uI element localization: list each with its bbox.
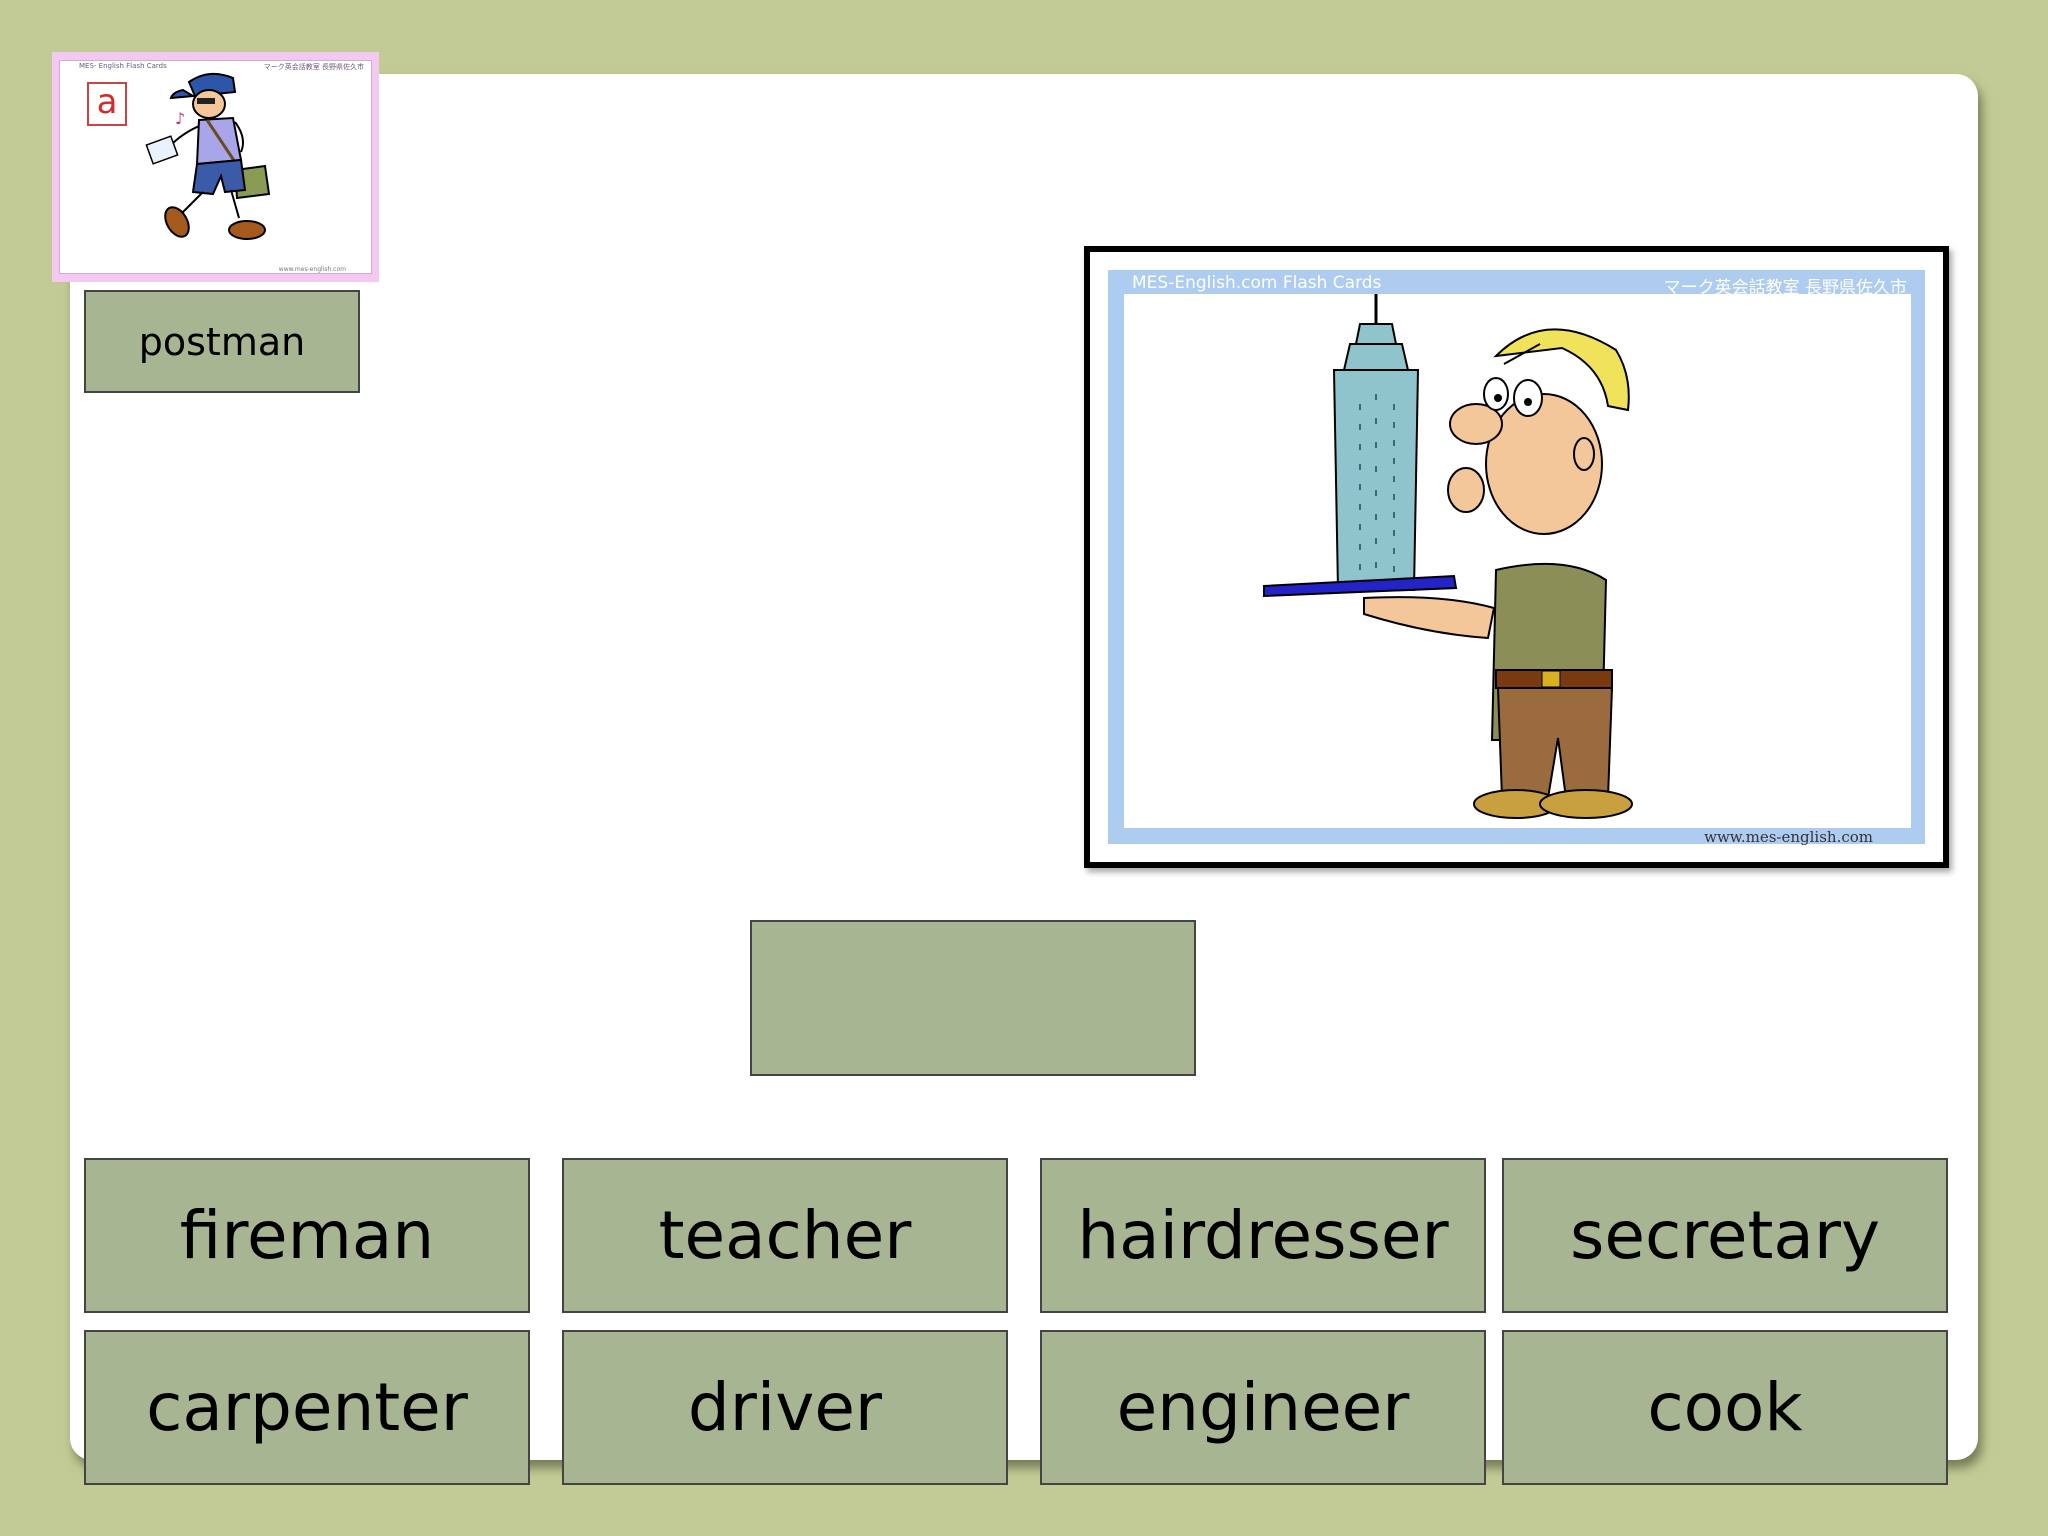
option-hairdresser[interactable]: hairdresser [1040,1158,1486,1313]
large-card-header-left: MES-English.com Flash Cards [1132,273,1382,293]
small-card-header: MES- English Flash Cards マーク英会話教室 長野県佐久市 [79,62,364,72]
engineer-flashcard-inner [1124,294,1911,828]
small-card-header-right: マーク英会話教室 長野県佐久市 [263,63,364,71]
option-teacher[interactable]: teacher [562,1158,1008,1313]
engineer-illustration [1263,294,1633,819]
small-card-footer: www.mes-english.com [278,266,346,273]
large-card-header-right: マーク英会話教室 長野県佐久市 [1663,278,1907,298]
option-engineer[interactable]: engineer [1040,1330,1486,1485]
small-card-header-left: MES- English Flash Cards [79,62,167,70]
option-driver[interactable]: driver [562,1330,1008,1485]
large-card-footer: www.mes-english.com [1704,828,1873,846]
postman-flashcard-inner: MES- English Flash Cards マーク英会話教室 長野県佐久市… [59,60,372,274]
svg-text:♪: ♪ [175,109,185,128]
answer-drop-slot[interactable] [750,920,1196,1076]
option-secretary[interactable]: secretary [1502,1158,1948,1313]
postman-illustration: ♪ [145,72,271,240]
letter-badge: a [87,82,127,126]
postman-flashcard[interactable]: MES- English Flash Cards マーク英会話教室 長野県佐久市… [52,52,379,282]
engineer-flashcard-frame: MES-English.com Flash Cards マーク英会話教室 長野県… [1108,270,1925,846]
option-fireman[interactable]: fireman [84,1158,530,1313]
option-cook[interactable]: cook [1502,1330,1948,1485]
large-card-header: MES-English.com Flash Cards マーク英会話教室 長野県… [1132,273,1907,298]
option-carpenter[interactable]: carpenter [84,1330,530,1485]
matched-word-label[interactable]: postman [84,290,360,393]
engineer-flashcard: MES-English.com Flash Cards マーク英会話教室 長野県… [1084,246,1949,868]
